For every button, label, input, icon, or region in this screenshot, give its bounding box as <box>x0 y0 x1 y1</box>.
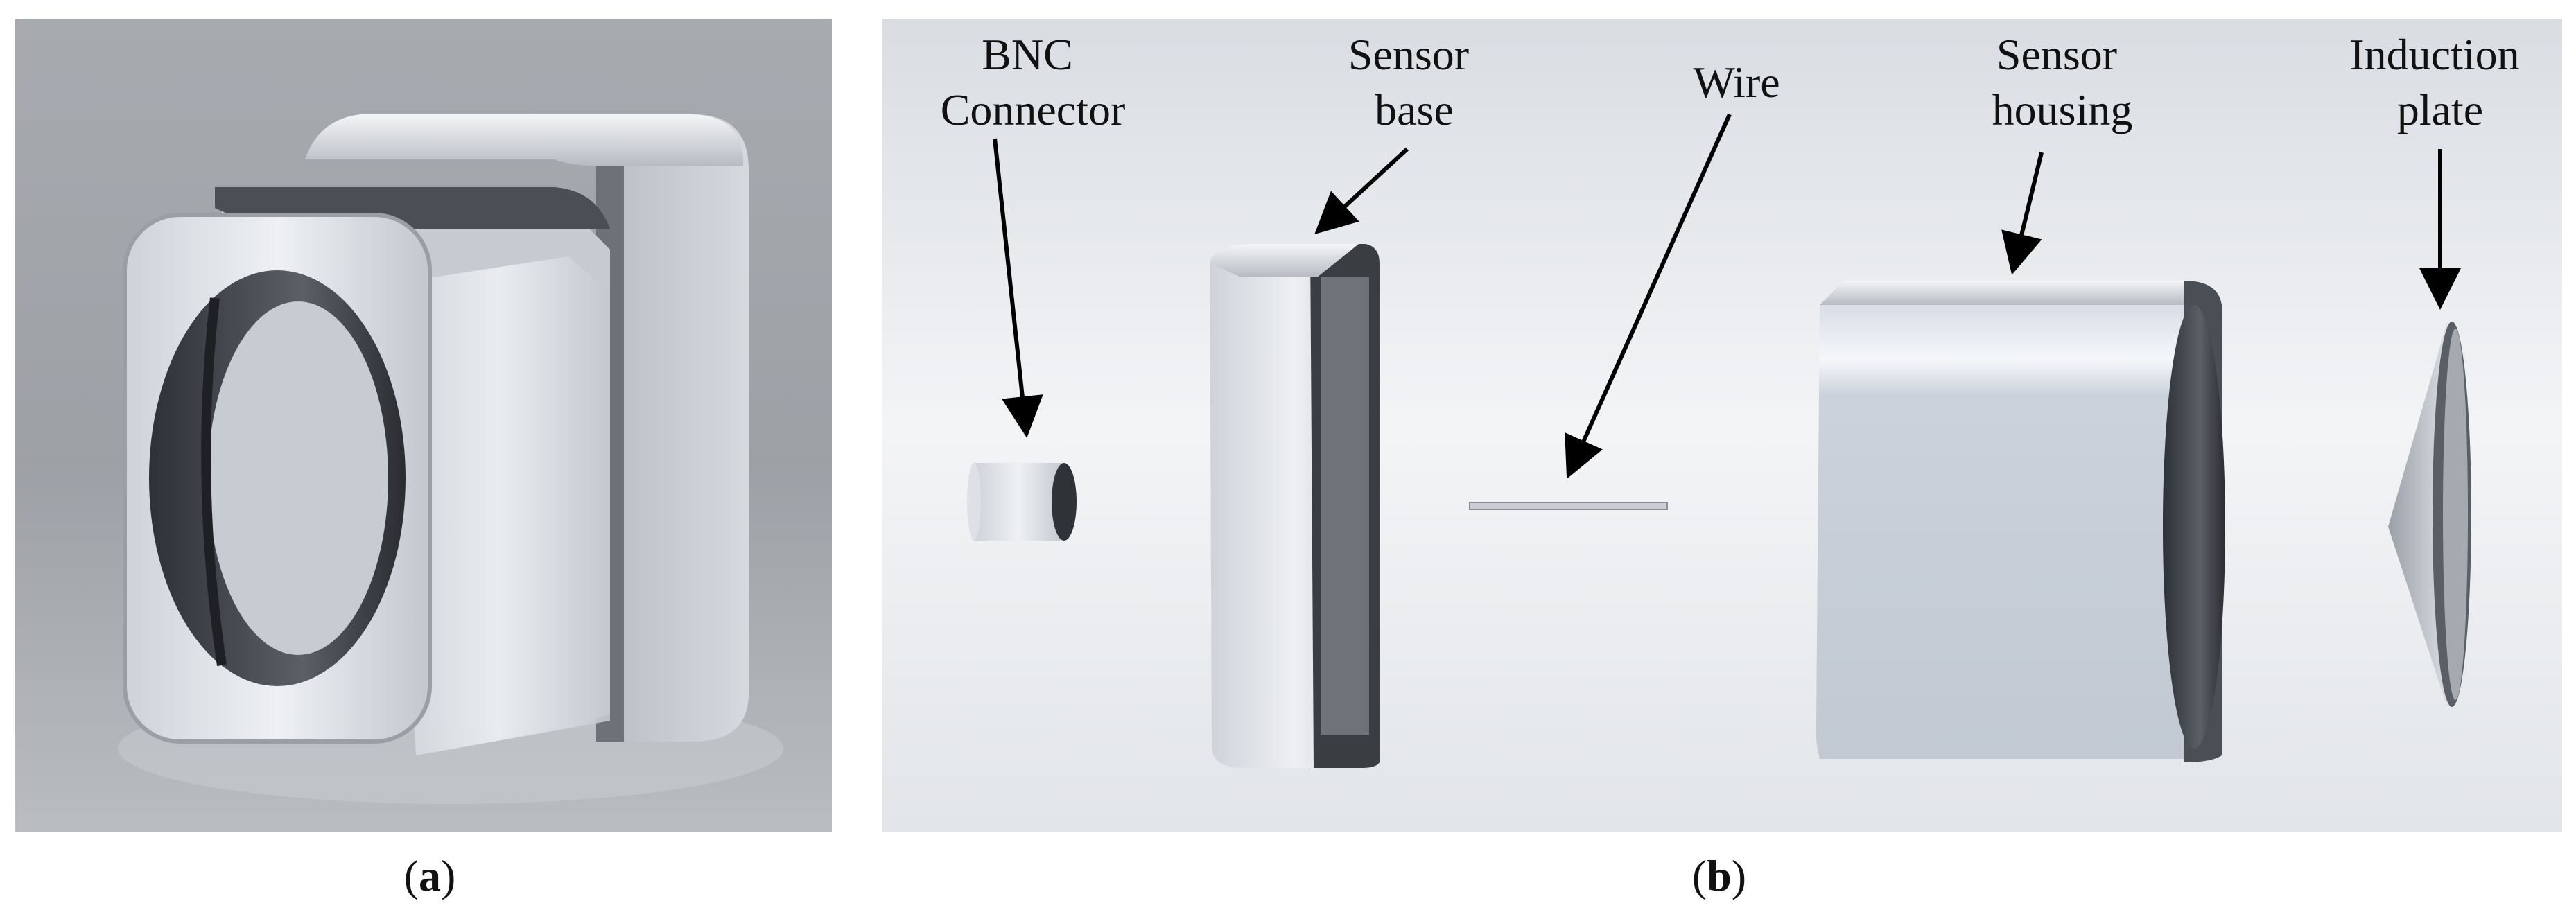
sensor-front-face <box>123 213 432 744</box>
arrow-bnc <box>993 138 1043 438</box>
panel-b: BNC Connector Sensor base Wire Sensor ho… <box>882 19 2562 900</box>
arrow-base <box>1314 147 1409 235</box>
induction-plate-part <box>2388 322 2471 707</box>
sensor-base-part <box>1210 244 1380 768</box>
label-sensor-housing: Sensor housing <box>1992 30 2133 134</box>
label-bnc-connector: BNC Connector <box>941 30 1126 134</box>
sensor-housing-part <box>1816 281 2225 762</box>
wire-part <box>1469 502 1668 510</box>
arrow-wire <box>1565 113 1732 479</box>
label-sensor-base: Sensor base <box>1348 30 1480 134</box>
arrow-housing <box>2001 152 2044 275</box>
bnc-connector <box>967 463 1077 541</box>
caption-a: (a) <box>404 851 456 900</box>
callout-arrows <box>993 113 2461 479</box>
label-wire: Wire <box>1693 58 1779 107</box>
caption-b: (b) <box>1692 851 1746 900</box>
callout-labels: BNC Connector Sensor base Wire Sensor ho… <box>941 30 2530 134</box>
label-induction-plate: Induction plate <box>2349 30 2530 134</box>
panel-a: (a) <box>15 19 832 900</box>
panel-b-background <box>882 19 2562 832</box>
